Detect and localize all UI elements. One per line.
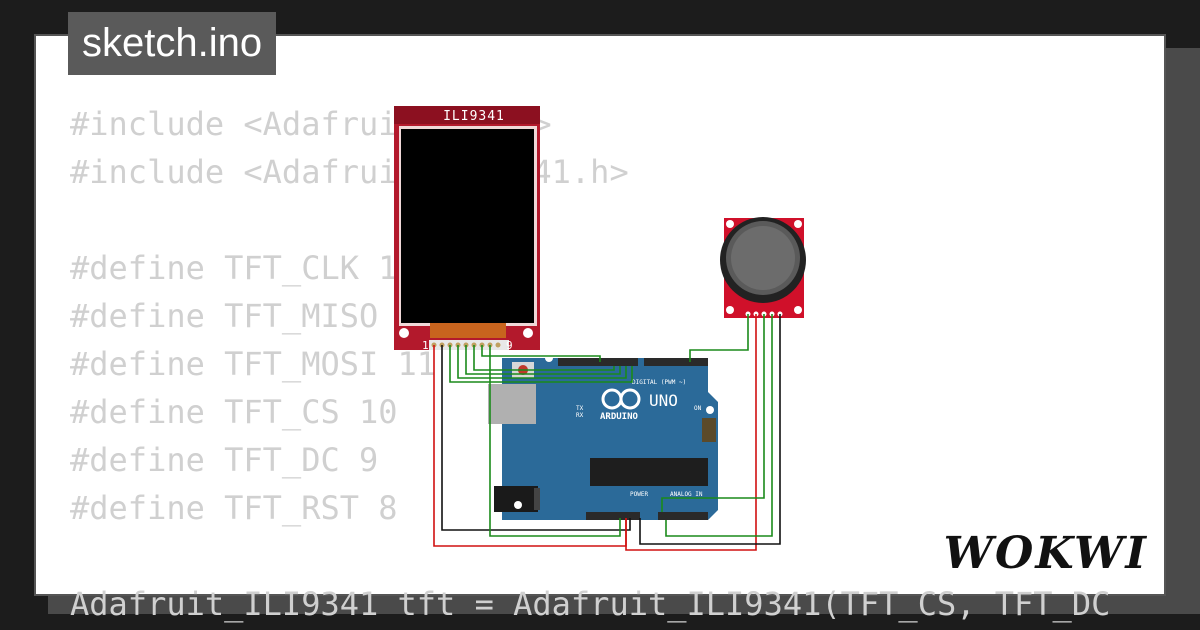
display-flex-cable [430,323,506,338]
atmega-chip [590,458,708,486]
joystick-module[interactable] [720,217,806,318]
display-screen [401,129,534,323]
display-label: ILI9341 [443,109,505,124]
code-line-4: #define TFT_CLK 13 [70,249,417,287]
wire-green-joy-vry [665,314,773,537]
wire-green-6 [489,345,621,537]
code-line-9: #define TFT_RST 8 [70,489,398,527]
analog-label: ANALOG IN [670,491,703,498]
code-line-6: #define TFT_MOSI 11 [70,345,437,383]
pin-last-label: 9 [506,339,513,352]
ili9341-display[interactable]: ILI9341 1 9 [394,106,540,352]
digital-header-low [644,358,708,366]
code-line-11: Adafruit_ILI9341 tft = Adafruit_ILI9341(… [70,585,1111,623]
wire-green-2 [457,345,627,379]
power-header [586,512,640,520]
wires [433,314,781,551]
wire-green-joy-vrx [661,314,765,512]
on-label: ON [694,405,702,412]
wire-black-gnd [441,345,631,531]
arduino-uno-label: UNO [649,391,678,410]
sketch-tab[interactable]: sketch.ino [68,12,277,75]
wire-black-joy-gnd [639,314,781,545]
tx-label: TX [576,405,584,412]
wokwi-logo: WOKWI [943,528,1148,579]
code-line-8: #define TFT_DC 9 [70,441,379,479]
wire-green-3 [465,345,621,375]
wire-green-4 [473,345,615,371]
pin-first-label: 1 [422,339,429,352]
power-label: POWER [630,491,648,498]
usb-port [488,384,536,424]
digital-header-high [558,358,638,366]
wire-green-5 [481,345,601,362]
arduino-brand: ARDUINO [600,412,639,422]
rx-label: RX [576,412,584,419]
code-line-7: #define TFT_CS 10 [70,393,398,431]
analog-header [658,512,708,520]
wire-green-7 [689,314,749,362]
arduino-uno-board[interactable]: UNO ARDUINO DIGITAL (PWM ~) POWER ANALOG… [488,354,718,520]
code-line-5: #define TFT_MISO 12 [70,297,437,335]
icsp-header [702,418,716,442]
joystick-knob[interactable] [731,226,795,290]
wire-red-joy-vcc [625,314,757,551]
digital-label: DIGITAL (PWM ~) [632,379,686,386]
wire-green-1 [449,345,633,383]
